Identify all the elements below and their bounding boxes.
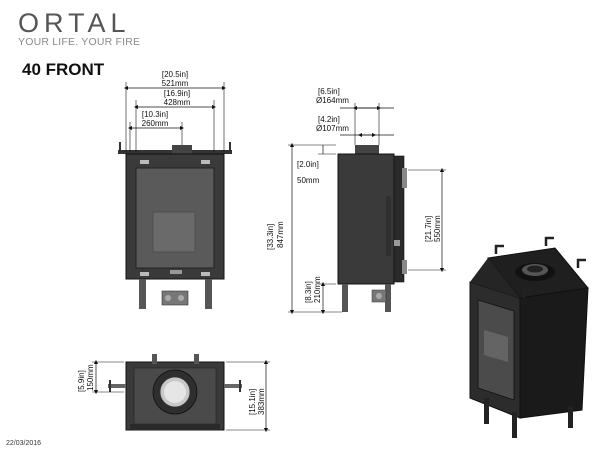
- side-glass-height-mm: 550mm: [433, 215, 442, 242]
- front-inner-in: [16.9in]: [164, 89, 190, 98]
- top-front-mm: 150mm: [86, 364, 95, 391]
- model-title: 40 FRONT: [22, 60, 105, 79]
- top-view: [5.9in] 150mm [15.1in] 383mm: [77, 354, 270, 433]
- top-front-in: [5.9in]: [77, 370, 86, 392]
- brand-logo: ORTAL: [18, 8, 131, 38]
- side-top-offset-in: [2.0in]: [297, 160, 319, 169]
- side-flue-inner-mm: Ø107mm: [316, 124, 349, 133]
- front-flue-in: [10.3in]: [142, 110, 168, 119]
- side-total-height-mm: 847mm: [276, 221, 285, 248]
- side-view: [6.5in] Ø164mm [4.2in] Ø107mm [2.0in] 50…: [266, 87, 446, 315]
- front-width-mm: 521mm: [162, 79, 189, 88]
- front-width-in: [20.5in]: [162, 70, 188, 79]
- side-top-offset-mm: 50mm: [297, 176, 320, 185]
- side-flue-inner-in: [4.2in]: [318, 115, 340, 124]
- side-flue-outer-in: [6.5in]: [318, 87, 340, 96]
- top-depth-mm: 383mm: [257, 388, 266, 415]
- front-inner-mm: 428mm: [164, 98, 191, 107]
- side-leg-height-in: [8.3in]: [304, 281, 313, 303]
- brand-tagline: YOUR LIFE. YOUR FIRE: [18, 36, 141, 48]
- front-flue-mm: 260mm: [142, 119, 169, 128]
- top-depth-in: [15.1in]: [248, 389, 257, 415]
- side-flue-outer-mm: Ø164mm: [316, 96, 349, 105]
- drawing-date: 22/03/2016: [6, 440, 42, 447]
- side-glass-height-in: [21.7in]: [424, 216, 433, 242]
- side-leg-height-mm: 210mm: [313, 276, 322, 303]
- side-total-height-in: [33.3in]: [266, 224, 275, 250]
- side-body: [337, 153, 395, 285]
- front-view: [20.5in] 521mm [16.9in] 428mm [10.3in] 2…: [118, 70, 232, 309]
- isometric-view: [469, 236, 589, 438]
